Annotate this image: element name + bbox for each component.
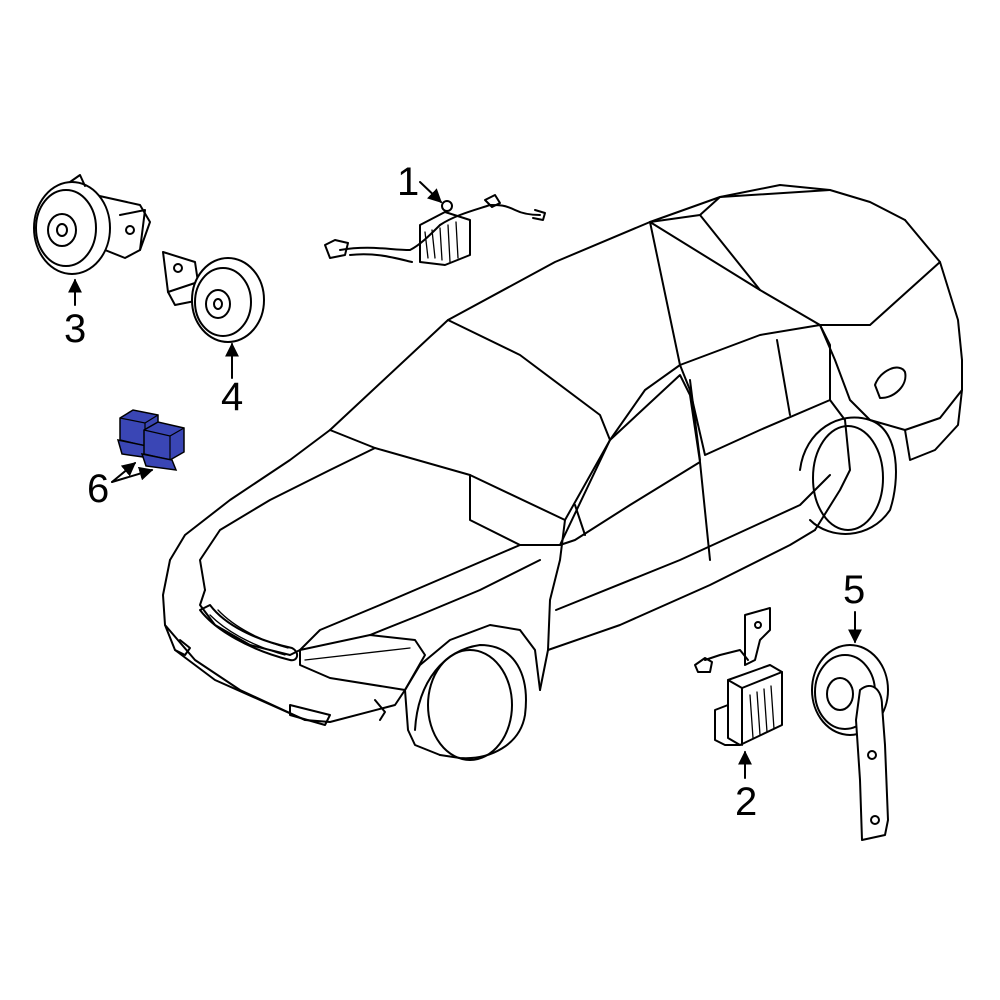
callout-4: 4 [221,375,243,419]
sedan-outline-icon [162,184,963,761]
callout-1: 1 [397,160,419,204]
horn-4-icon [162,251,265,343]
callout-6: 6 [87,467,109,511]
horn-3-icon [33,174,151,275]
callout-5: 5 [843,568,865,612]
horn-5-icon [811,644,889,841]
wiring-harness-icon [324,194,546,266]
callout-3: 3 [64,307,86,351]
callout-2: 2 [735,780,757,824]
control-module-icon [694,607,783,746]
leader-arrows [68,181,862,779]
relay-icon [116,409,185,471]
